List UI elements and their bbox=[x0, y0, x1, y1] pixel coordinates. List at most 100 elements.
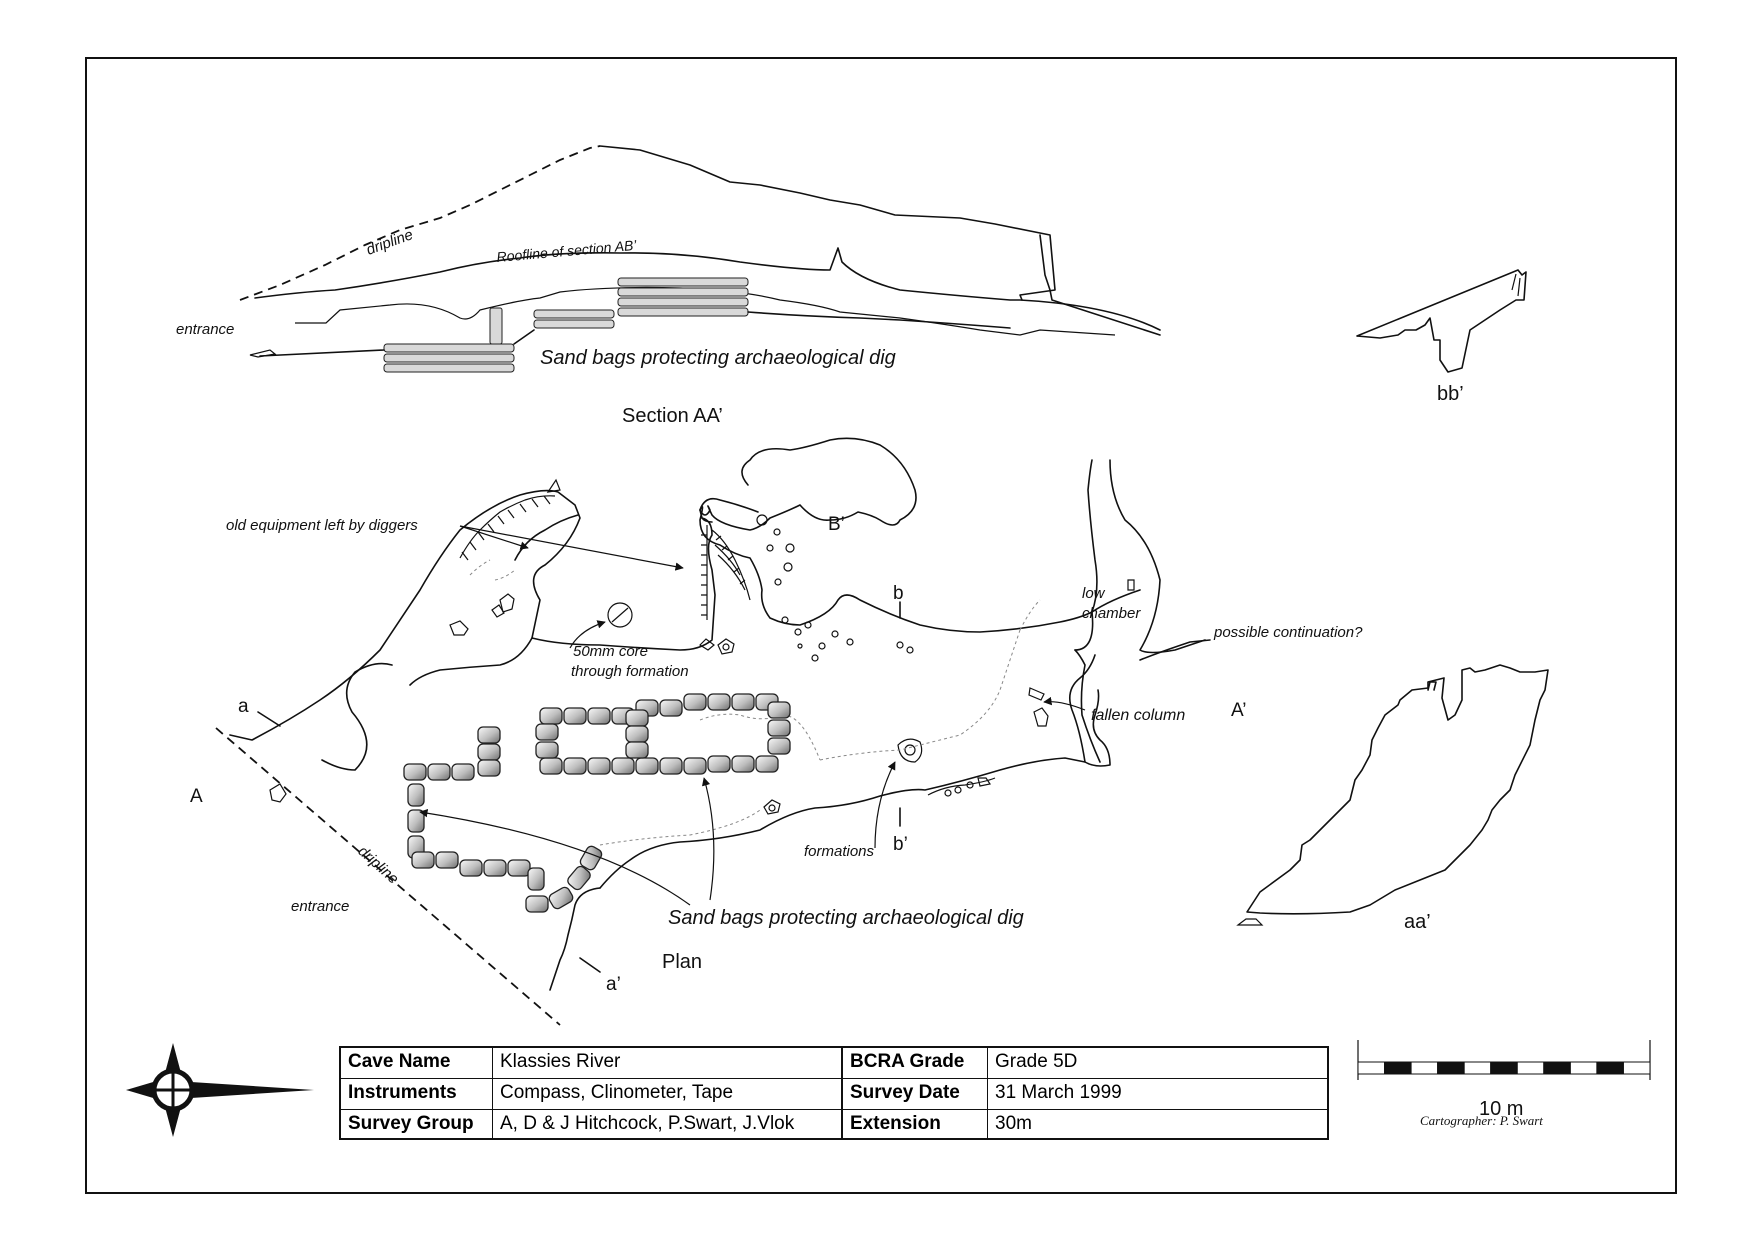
sandbag-block bbox=[767, 719, 791, 737]
sandbag-block bbox=[587, 757, 611, 775]
sandbag-block bbox=[563, 757, 587, 775]
core-arrow bbox=[569, 620, 606, 649]
scale-segment bbox=[1437, 1061, 1465, 1075]
a-upper-label: A bbox=[190, 786, 203, 807]
sandbag-block bbox=[563, 707, 587, 725]
section-dripline-label: dripline bbox=[364, 226, 415, 259]
section-aa-profile bbox=[239, 145, 1161, 373]
bb-section-label: bb’ bbox=[1437, 383, 1464, 405]
aa-section-label: aa’ bbox=[1404, 911, 1431, 933]
section-sandbags-label: Sand bags protecting archaeological dig bbox=[540, 347, 896, 369]
sandbag-block bbox=[427, 763, 451, 781]
b-prime-upper-label: B’ bbox=[828, 514, 845, 535]
sandbag-block bbox=[625, 741, 649, 759]
scale-segment bbox=[1569, 1061, 1598, 1075]
plan-title: Plan bbox=[662, 951, 702, 973]
sandbag-block bbox=[635, 757, 659, 775]
plan-survey-lines bbox=[599, 599, 1041, 846]
fallen-column-arrow bbox=[1043, 696, 1086, 711]
section-bb-profile bbox=[1356, 269, 1527, 373]
sandbag-block bbox=[527, 867, 545, 891]
sandbag-block bbox=[535, 723, 559, 741]
sandbag-block bbox=[755, 755, 779, 773]
sandbags-arrow-2 bbox=[419, 809, 691, 906]
extension-key: Extension bbox=[843, 1110, 988, 1140]
sandbag-block bbox=[459, 859, 483, 877]
cave-info-table: Cave Name Klassies River BCRA Grade Grad… bbox=[339, 1046, 1329, 1140]
sandbag-block bbox=[707, 693, 731, 711]
sandbag-block bbox=[548, 886, 574, 910]
plan-sandbags-label: Sand bags protecting archaeological dig bbox=[668, 907, 1024, 929]
cave-name-value: Klassies River bbox=[493, 1048, 843, 1078]
scale-segment bbox=[1463, 1061, 1492, 1075]
section-aa-prime-profile bbox=[1236, 664, 1549, 926]
a-prime-upper-label: A’ bbox=[1231, 700, 1246, 721]
sandbag-block bbox=[477, 726, 501, 744]
survey-group-key: Survey Group bbox=[341, 1110, 493, 1140]
survey-date-key: Survey Date bbox=[843, 1079, 988, 1109]
sandbag-block bbox=[535, 741, 559, 759]
b-prime-label: b’ bbox=[893, 834, 908, 855]
equipment-hatching bbox=[459, 478, 751, 620]
scale-segment bbox=[1410, 1061, 1439, 1075]
sandbag-block bbox=[611, 757, 635, 775]
survey-date-value: 31 March 1999 bbox=[995, 1082, 1122, 1103]
scale-segment bbox=[1490, 1061, 1518, 1075]
scale-segment bbox=[1622, 1061, 1651, 1075]
plan-formations bbox=[269, 514, 1135, 815]
sandbag-block bbox=[477, 743, 501, 761]
compass-rose-icon bbox=[126, 1043, 314, 1137]
scale-segment bbox=[1596, 1061, 1624, 1075]
sandbag-block bbox=[767, 701, 791, 719]
a-prime-label: a’ bbox=[606, 974, 621, 995]
sandbag-block bbox=[731, 755, 755, 773]
sandbag-block bbox=[525, 895, 549, 913]
a-prime-marker bbox=[579, 957, 601, 973]
equipment-arrow-1 bbox=[459, 525, 529, 550]
instruments-value: Compass, Clinometer, Tape bbox=[493, 1079, 843, 1109]
scale-label: 10 m bbox=[1479, 1098, 1523, 1120]
scale-segment bbox=[1543, 1061, 1571, 1075]
scale-segment bbox=[1357, 1061, 1386, 1075]
cartographer-credit: Cartographer: P. Swart bbox=[1420, 1113, 1543, 1128]
a-marker bbox=[257, 711, 281, 727]
section-sandbags bbox=[383, 277, 749, 373]
sandbag-block bbox=[539, 707, 563, 725]
info-row: Instruments Compass, Clinometer, Tape Su… bbox=[341, 1079, 1327, 1110]
plan-dripline bbox=[215, 727, 561, 1026]
cave-name-key: Cave Name bbox=[341, 1048, 493, 1078]
sandbag-block bbox=[683, 757, 707, 775]
sandbag-block bbox=[411, 851, 435, 869]
sandbag-block bbox=[403, 763, 427, 781]
sandbag-block bbox=[539, 757, 563, 775]
sandbag-block bbox=[587, 707, 611, 725]
map-border bbox=[85, 57, 1677, 1194]
sandbag-block bbox=[625, 709, 649, 727]
info-row: Cave Name Klassies River BCRA Grade Grad… bbox=[341, 1048, 1327, 1079]
sandbag-block bbox=[477, 759, 501, 777]
plan-entrance-label: entrance bbox=[291, 898, 349, 915]
scale-bar bbox=[1357, 1040, 1651, 1080]
a-label: a bbox=[238, 696, 249, 717]
sandbag-block bbox=[659, 699, 683, 717]
sandbag-block bbox=[683, 693, 707, 711]
formations-arrow bbox=[874, 761, 896, 849]
bcra-grade-value: Grade 5D bbox=[995, 1051, 1078, 1072]
scale-segment bbox=[1516, 1061, 1545, 1075]
low-chamber-label-2: chamber bbox=[1082, 605, 1141, 622]
survey-group-value: A, D & J Hitchcock, P.Swart, J.Vlok bbox=[493, 1110, 843, 1140]
instruments-key: Instruments bbox=[341, 1079, 493, 1109]
fallen-column-label: fallen column bbox=[1091, 707, 1185, 724]
sandbag-block bbox=[483, 859, 507, 877]
sandbag-block bbox=[731, 693, 755, 711]
plan-outline bbox=[229, 437, 1211, 991]
sandbag-block bbox=[451, 763, 475, 781]
bcra-grade-key: BCRA Grade bbox=[843, 1048, 988, 1078]
equipment-arrow-2 bbox=[459, 525, 684, 571]
sandbag-block bbox=[767, 737, 791, 755]
low-chamber-label-1: low bbox=[1082, 585, 1106, 602]
sandbag-block bbox=[507, 859, 531, 877]
plan-sandbags bbox=[403, 693, 791, 913]
sandbag-block bbox=[567, 865, 591, 891]
